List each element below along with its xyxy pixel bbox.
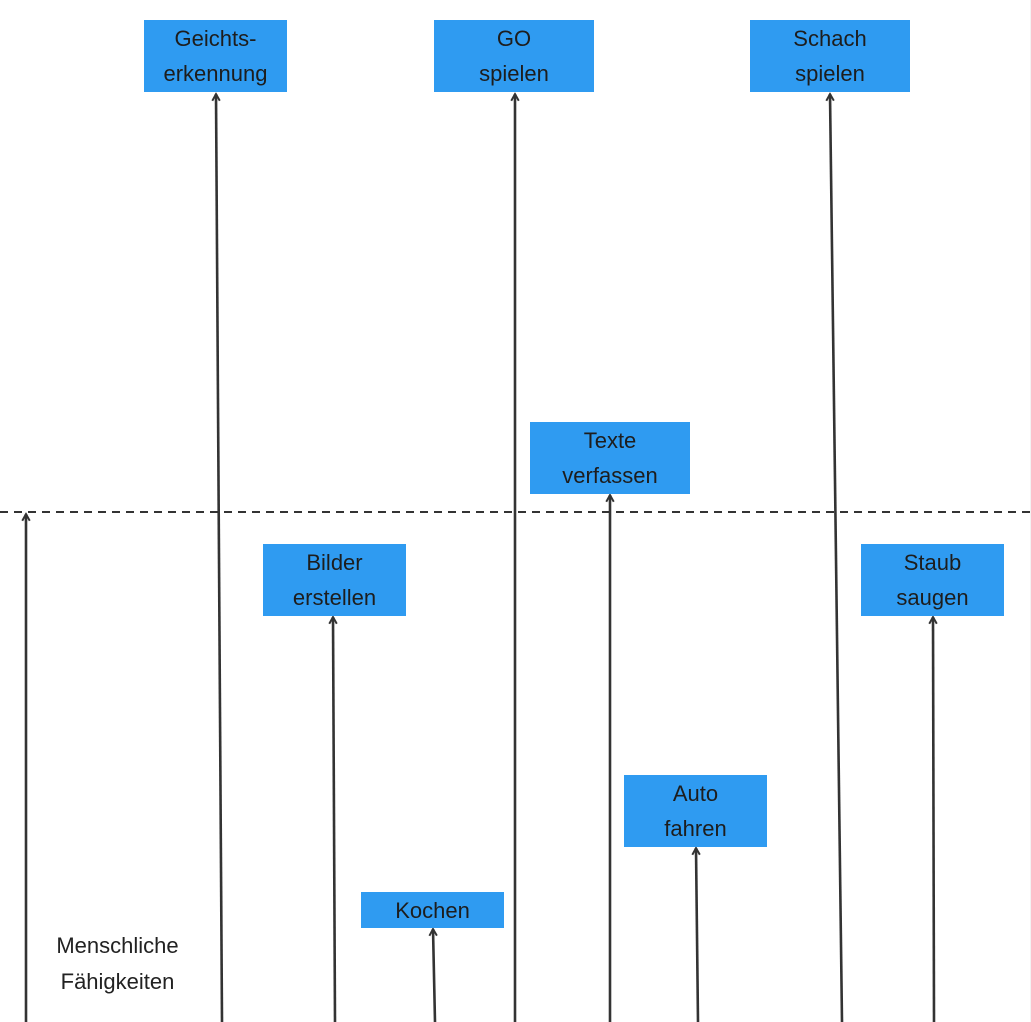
node-cooking: Kochen [361,892,504,928]
node-label-line: fahren [664,816,727,841]
node-label-line: verfassen [562,463,658,488]
node-create-images: Bilder erstellen [263,544,406,616]
node-label-line: Bilder [306,550,363,575]
node-write-texts: Texte verfassen [530,422,690,494]
arrow-face-recognition [216,94,224,1022]
arrow-vacuum [933,617,934,1022]
arrow-drive-car [696,848,698,1022]
threshold-caption-line: Menschliche [56,933,179,958]
arrow-play-chess [830,94,844,1022]
node-label-line: Kochen [395,897,470,923]
node-label-line: Staub [903,550,962,575]
node-drive-car: Auto fahren [624,775,767,847]
node-label-line: erstellen [292,585,377,610]
arrow-create-images [333,617,335,1022]
node-face-recognition: Geichts- erkennung [144,20,287,92]
node-label-line: erkennung [163,61,268,86]
node-play-chess: Schach spielen [750,20,910,92]
node-label-line: Texte [583,428,637,453]
arrow-cooking [433,929,435,1022]
node-label-line: Schach [793,26,867,51]
node-label-line: Auto [672,781,719,806]
node-label-line: saugen [896,585,969,610]
node-label-line: spielen [795,61,865,86]
threshold-caption: Menschliche Fähigkeiten [30,928,205,1000]
node-label-line: spielen [479,61,549,86]
node-label-line: Geichts- [174,26,257,51]
threshold-caption-line: Fähigkeiten [60,969,175,994]
node-play-go: GO spielen [434,20,594,92]
node-vacuum: Staub saugen [861,544,1004,616]
node-label-line: GO [496,26,532,51]
